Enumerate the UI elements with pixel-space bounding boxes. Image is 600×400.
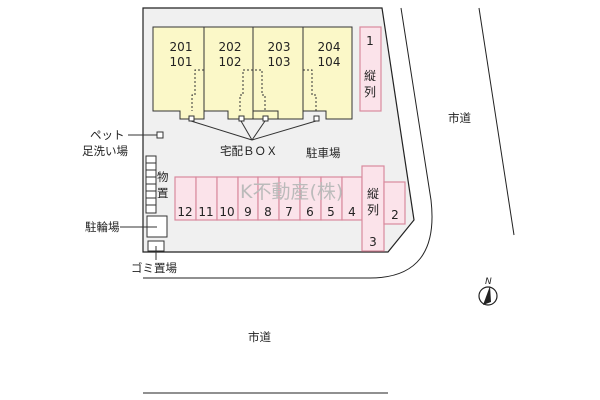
parking-number: 5 bbox=[327, 205, 335, 219]
watermark: K不動産(株) bbox=[240, 181, 343, 203]
unit-label: 204 bbox=[318, 40, 341, 54]
unit-label: 203 bbox=[268, 40, 291, 54]
parking-number: 9 bbox=[244, 205, 252, 219]
road-edge-inner bbox=[143, 7, 433, 279]
storage-label: 置 bbox=[157, 186, 169, 200]
parking-lot-label: 駐車場 bbox=[306, 146, 341, 160]
parking-number: 10 bbox=[219, 205, 234, 219]
unit-label: 201 bbox=[170, 40, 193, 54]
pet-wash-label: ペット bbox=[90, 128, 125, 142]
parking-number: 3 bbox=[369, 235, 377, 249]
road-label-east: 市道 bbox=[448, 111, 471, 125]
unit-dividers bbox=[203, 27, 304, 119]
pet-wash-box bbox=[156, 131, 164, 139]
parking-number: 1 bbox=[366, 34, 374, 48]
parking-note: 縦 bbox=[367, 187, 379, 201]
north-label: N bbox=[485, 277, 492, 287]
delivery-box-label: 宅配ＢＯＸ bbox=[220, 144, 278, 158]
unit-label: 101 bbox=[170, 55, 193, 69]
bicycle-parking-label: 駐輪場 bbox=[85, 220, 120, 234]
unit-label: 103 bbox=[268, 55, 291, 69]
unit-label: 102 bbox=[219, 55, 242, 69]
parking-note: 縦 bbox=[364, 69, 376, 83]
north-arrow-icon: N bbox=[478, 277, 498, 306]
road-label-south: 市道 bbox=[248, 330, 271, 344]
unit-label: 104 bbox=[318, 55, 341, 69]
garbage-area-label: ゴミ置場 bbox=[131, 261, 177, 275]
parking-spot-1 bbox=[359, 26, 382, 112]
parking-number: 12 bbox=[177, 205, 192, 219]
parking-number: 2 bbox=[391, 208, 399, 222]
parking-number: 4 bbox=[348, 205, 356, 219]
parking-number: 11 bbox=[198, 205, 213, 219]
parking-number: 6 bbox=[306, 205, 314, 219]
entrance-lines bbox=[191, 69, 317, 111]
unit-label: 202 bbox=[219, 40, 242, 54]
delivery-box-leaders bbox=[190, 120, 317, 141]
storage-label: 物 bbox=[157, 170, 169, 184]
parking-spots bbox=[174, 26, 406, 252]
parking-spot-2 bbox=[383, 181, 406, 225]
parking-note: 列 bbox=[367, 203, 379, 217]
road-edge-outer bbox=[478, 7, 515, 236]
parking-note: 列 bbox=[364, 85, 376, 99]
parking-number: 8 bbox=[264, 205, 272, 219]
storage-shed bbox=[145, 155, 157, 214]
pet-wash-label: 足洗い場 bbox=[82, 144, 128, 158]
parking-number: 7 bbox=[285, 205, 293, 219]
